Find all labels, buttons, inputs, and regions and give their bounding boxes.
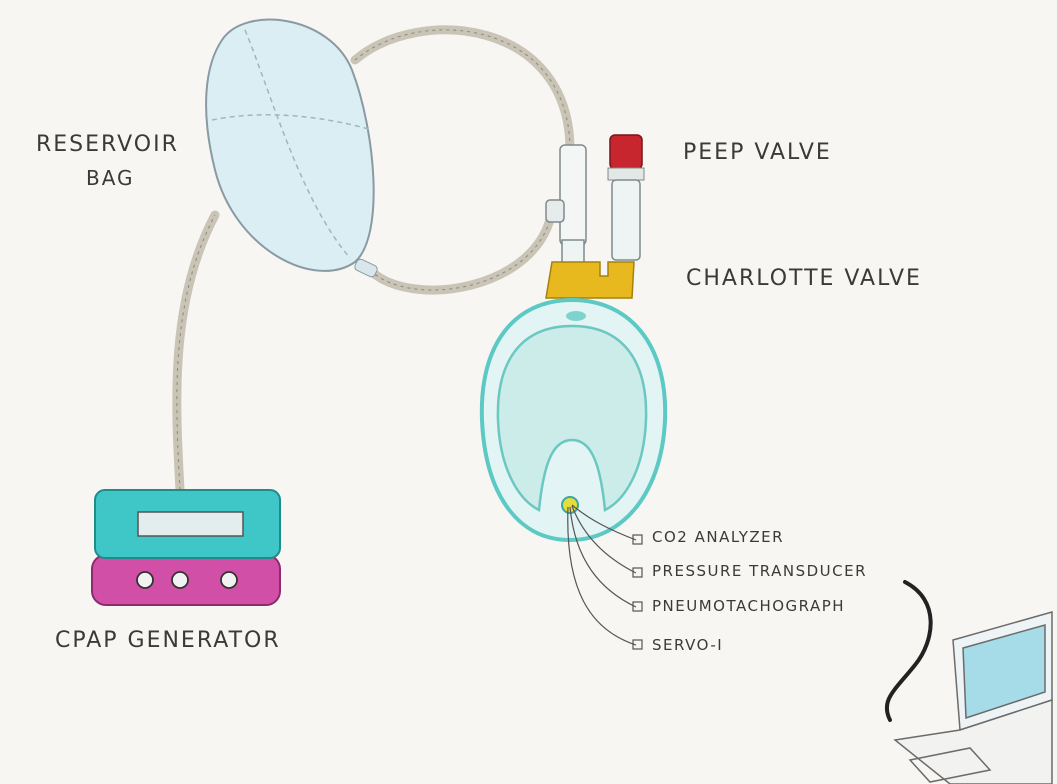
cpap-generator bbox=[92, 490, 280, 605]
laptop-cable bbox=[887, 582, 931, 720]
charlotte-valve-label: CHARLOTTE VALVE bbox=[686, 266, 922, 291]
t-piece-connector bbox=[546, 145, 586, 264]
charlotte-valve bbox=[546, 262, 634, 298]
tube-cpap-to-bag bbox=[177, 215, 215, 490]
reservoir-bag-label-line2: BAG bbox=[86, 166, 135, 190]
tube-bag-to-connector bbox=[355, 30, 570, 150]
tube-bag-to-tpiece bbox=[370, 210, 552, 290]
reservoir-bag-label-line1: RESERVOIR bbox=[36, 132, 179, 157]
co2-analyzer-label: CO2 ANALYZER bbox=[652, 528, 784, 546]
pressure-transducer-label: PRESSURE TRANSDUCER bbox=[652, 562, 867, 580]
servo-label: SERVO-I bbox=[652, 636, 723, 654]
cpap-generator-label: CPAP GENERATOR bbox=[55, 628, 281, 653]
laptop-icon bbox=[895, 612, 1052, 784]
peep-valve-label: PEEP VALVE bbox=[683, 140, 832, 165]
peep-valve bbox=[608, 135, 644, 260]
pneumotachograph-label: PNEUMOTACHOGRAPH bbox=[652, 597, 845, 615]
snorkel-mask bbox=[482, 300, 665, 540]
